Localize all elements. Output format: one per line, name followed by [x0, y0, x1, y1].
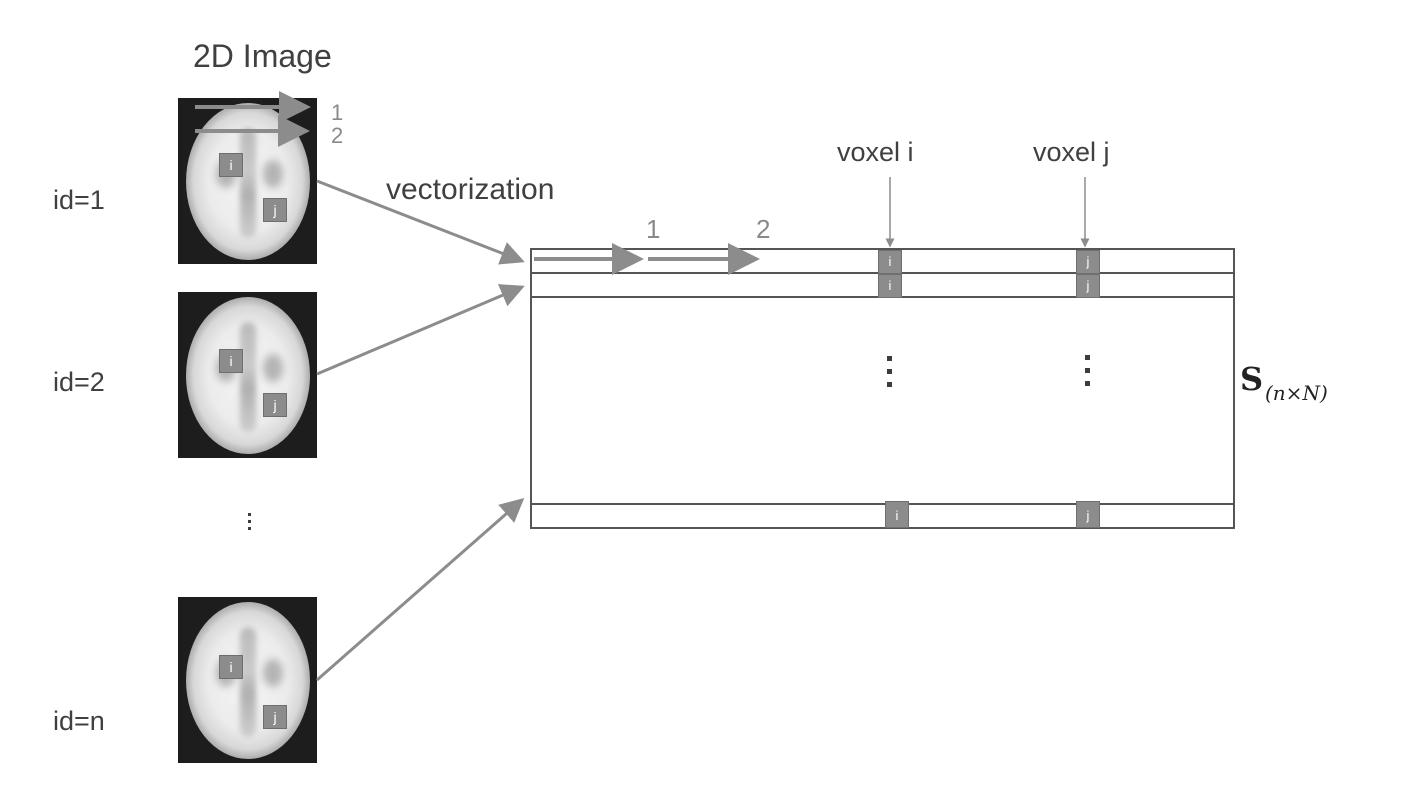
matrix-cell-row2-voxel-j: j [1076, 274, 1100, 298]
matrix-row-n [530, 503, 1235, 529]
matrix-dimension-subscript: (n×N) [1265, 381, 1328, 405]
voxel-marker-j: j [263, 393, 287, 417]
voxel-marker-j: j [263, 198, 287, 222]
matrix-cell-row1-voxel-j: j [1076, 250, 1100, 274]
image-id-label-n: id=n [53, 706, 105, 736]
scan-row-1-label: 1 [331, 100, 344, 125]
scan-row-2-label: 2 [331, 123, 344, 148]
image-id-label-2: id=2 [53, 367, 105, 397]
matrix-cell-row1-voxel-i: i [878, 250, 902, 274]
image-id-label-1: id=1 [53, 185, 105, 215]
matrix-symbol: S [1240, 360, 1264, 398]
arrow-image-2-to-row-2 [316, 284, 525, 376]
vector-segment-2-label: 2 [756, 214, 771, 244]
matrix-ellipsis-voxel-i [887, 356, 893, 395]
matrix-cell-rown-voxel-i: i [885, 501, 909, 528]
voxel-i-label: voxel i [837, 137, 914, 167]
vectorization-label: vectorization [386, 173, 555, 206]
voxel-marker-i: i [219, 655, 243, 679]
voxel-marker-i: i [219, 349, 243, 373]
brain-image-n: i j [178, 597, 317, 763]
matrix-cell-rown-voxel-j: j [1076, 501, 1100, 528]
images-ellipsis [248, 513, 254, 534]
voxel-marker-i: i [219, 153, 243, 177]
brain-image-2: i j [178, 292, 317, 458]
brain-image-1: i j [178, 98, 317, 264]
arrow-image-1-to-row-1 [316, 179, 525, 265]
matrix-cell-row2-voxel-i: i [878, 274, 902, 298]
voxel-marker-j: j [263, 705, 287, 729]
vector-segment-1-label: 1 [646, 214, 661, 244]
arrow-image-n-to-row-n [316, 498, 525, 682]
voxel-j-label: voxel j [1033, 137, 1110, 167]
matrix-ellipsis-voxel-j [1085, 355, 1091, 394]
diagram-title: 2D Image [193, 38, 332, 74]
